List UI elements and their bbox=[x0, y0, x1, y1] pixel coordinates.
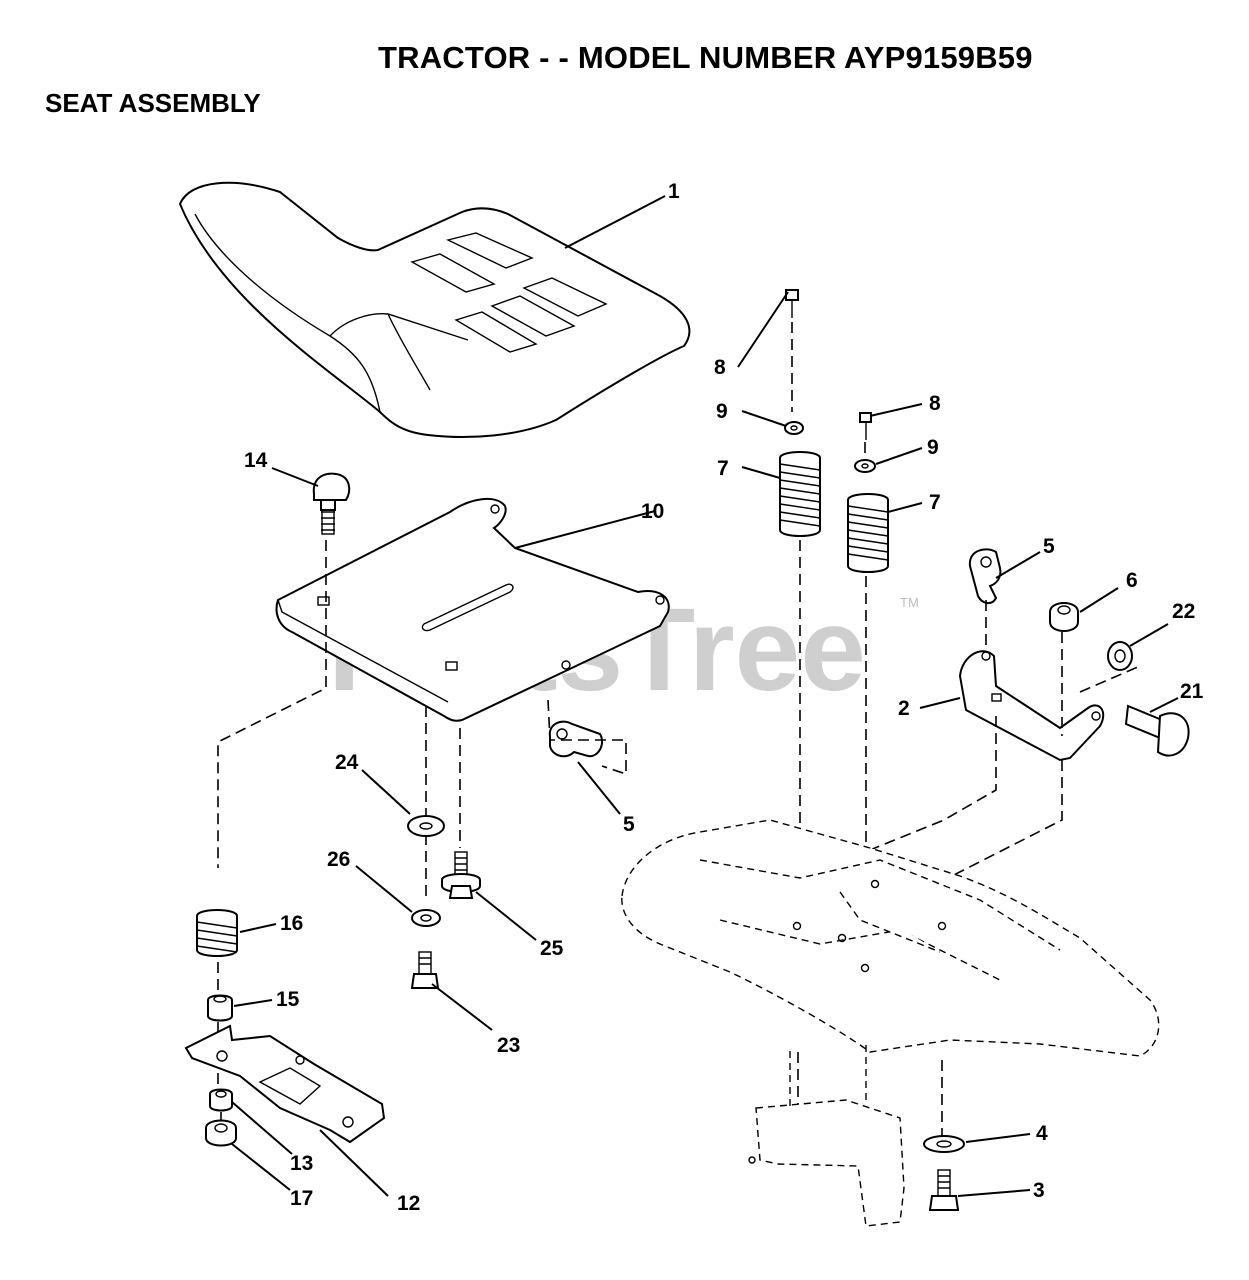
callout-2: 2 bbox=[898, 697, 910, 720]
callout-8-left: 8 bbox=[714, 356, 726, 379]
part-spacer-15 bbox=[207, 994, 233, 1022]
callout-10: 10 bbox=[641, 500, 664, 523]
callout-24: 24 bbox=[335, 751, 359, 774]
callout-22: 22 bbox=[1172, 600, 1195, 623]
callout-5-upper: 5 bbox=[1043, 535, 1055, 558]
part-nut-17 bbox=[205, 1119, 237, 1147]
part-bolt-right bbox=[859, 412, 872, 440]
callout-8-right: 8 bbox=[929, 392, 941, 415]
callout-12: 12 bbox=[397, 1192, 420, 1215]
part-washer-22 bbox=[1107, 641, 1133, 671]
callout-6: 6 bbox=[1126, 569, 1138, 592]
part-bolt-3 bbox=[928, 1169, 960, 1211]
part-slide-plate-12 bbox=[184, 1024, 386, 1144]
part-bolt-left bbox=[785, 289, 799, 318]
part-nut-13 bbox=[209, 1088, 233, 1112]
callout-25: 25 bbox=[540, 937, 564, 960]
callout-14: 14 bbox=[244, 449, 268, 472]
callout-3: 3 bbox=[1033, 1179, 1045, 1202]
part-bolt-23 bbox=[410, 951, 440, 989]
watermark-trademark: TM bbox=[900, 595, 919, 610]
part-spring-left bbox=[779, 451, 821, 537]
part-spring-right bbox=[847, 493, 889, 573]
callout-5-lower: 5 bbox=[623, 813, 635, 836]
part-nut-6 bbox=[1049, 602, 1079, 632]
part-washer-left bbox=[784, 421, 804, 435]
part-shoulder-bolt-21 bbox=[1124, 704, 1190, 757]
callout-26: 26 bbox=[327, 848, 350, 871]
callout-7-left: 7 bbox=[717, 457, 729, 480]
part-clip-lower bbox=[548, 720, 604, 758]
callout-7-right: 7 bbox=[929, 491, 941, 514]
callout-13: 13 bbox=[290, 1152, 313, 1175]
callout-15: 15 bbox=[276, 988, 300, 1011]
part-spring-16 bbox=[196, 909, 238, 957]
callout-9-left: 9 bbox=[716, 400, 728, 423]
callout-9-right: 9 bbox=[927, 436, 939, 459]
part-washer-24 bbox=[407, 815, 445, 837]
part-pivot-bracket bbox=[958, 650, 1105, 762]
callout-4: 4 bbox=[1036, 1122, 1048, 1145]
part-clip-upper bbox=[968, 548, 1002, 604]
part-seat bbox=[178, 181, 691, 439]
section-title: SEAT ASSEMBLY bbox=[45, 88, 261, 118]
page-title: TRACTOR - - MODEL NUMBER AYP9159B59 bbox=[378, 40, 1033, 75]
part-fender-frame bbox=[621, 819, 1160, 1227]
callout-1: 1 bbox=[668, 180, 680, 203]
part-bolt-25 bbox=[441, 851, 481, 899]
callout-21: 21 bbox=[1180, 680, 1204, 703]
part-washer-4 bbox=[923, 1135, 965, 1153]
callout-17: 17 bbox=[290, 1187, 313, 1210]
part-washer-right bbox=[854, 459, 876, 473]
part-carriage-bolt bbox=[312, 472, 351, 535]
callout-23: 23 bbox=[497, 1034, 520, 1057]
callout-16: 16 bbox=[280, 912, 303, 935]
part-seat-pan bbox=[275, 497, 670, 722]
part-washer-26 bbox=[411, 909, 441, 927]
